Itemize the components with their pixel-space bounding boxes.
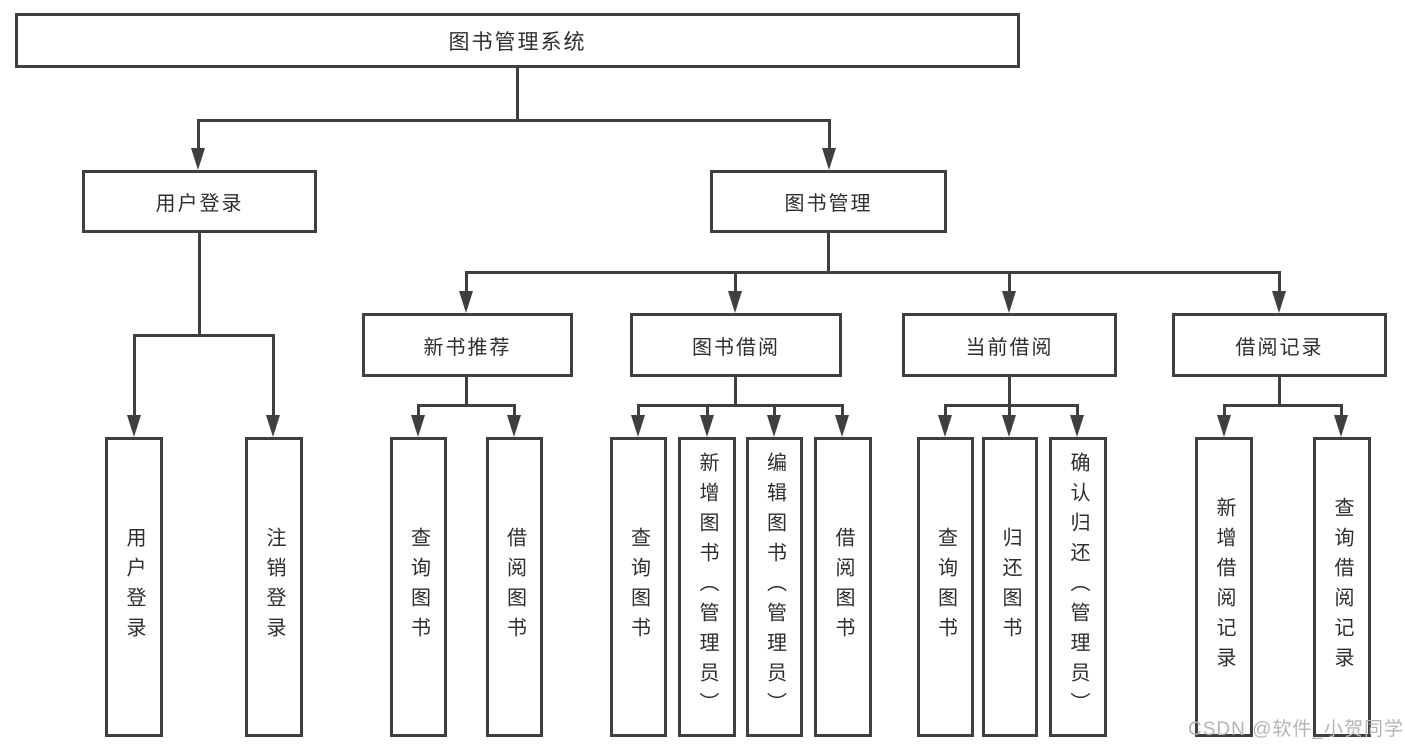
leaf-borrow-books: 借阅图书 [814,437,872,737]
leaf-query-books-recommend: 查询图书 [390,437,447,737]
connector-drop-current-borrowing [1008,271,1011,293]
connector-drop-edit-book [773,404,776,417]
arrowhead-current-borrowing [1002,291,1016,313]
leaf-query-books-current: 查询图书 [917,437,974,737]
node-borrowing-records: 借阅记录 [1172,313,1387,377]
connector-borrowing-records-stem [1278,377,1281,406]
leaf-borrow-books-recommend: 借阅图书 [486,437,543,737]
connector-new-book-stem [465,377,468,406]
connector-drop-query-books-3 [944,404,947,417]
arrowhead-leaf-user-login [127,415,141,437]
connector-current-borrowing-rail [944,404,1079,407]
connector-drop-borrow-books-2 [841,404,844,417]
leaf-query-borrow-record: 查询借阅记录 [1313,437,1371,737]
arrowhead-leaf-logout [266,415,280,437]
arrowhead-new-book [459,291,473,313]
connector-drop-book-management [828,119,831,152]
leaf-confirm-return-admin: 确认归还（管理员） [1049,437,1107,737]
connector-current-borrowing-stem [1008,377,1011,406]
arrowhead-add-book [700,415,714,437]
csdn-watermark: CSDN @软件_小贺同学 [1188,719,1404,740]
connector-user-login-rail [133,334,275,337]
node-current-borrowing: 当前借阅 [902,313,1117,377]
leaf-add-book-admin: 新增图书（管理员） [678,437,736,737]
connector-drop-new-book [465,271,468,293]
connector-new-book-rail [417,404,516,407]
arrowhead-user-login [191,148,205,170]
connector-drop-query-books-2 [637,404,640,417]
connector-root-rail [197,119,831,122]
connector-book-borrowing-rail [637,404,844,407]
arrowhead-borrowing-records [1272,291,1286,313]
node-new-book-recommendation: 新书推荐 [362,313,573,377]
leaf-query-books-borrow: 查询图书 [610,437,667,737]
leaf-add-borrow-record: 新增借阅记录 [1195,437,1253,737]
connector-drop-return-books [1008,404,1011,417]
arrowhead-borrow-books-1 [507,415,521,437]
arrowhead-add-record [1217,415,1231,437]
arrowhead-book-management [822,148,836,170]
leaf-edit-book-admin: 编辑图书（管理员） [746,437,803,737]
connector-drop-leaf-logout [272,334,275,417]
leaf-user-login: 用户登录 [105,437,163,737]
arrowhead-query-books-3 [938,415,952,437]
arrowhead-confirm-return [1070,415,1084,437]
connector-book-management-stem [827,233,830,273]
node-book-management: 图书管理 [710,170,947,233]
arrowhead-book-borrowing [728,291,742,313]
connector-user-login-stem [198,233,201,336]
connector-borrowing-records-rail [1223,404,1343,407]
arrowhead-query-record [1334,415,1348,437]
arrowhead-query-books-2 [631,415,645,437]
arrowhead-return-books [1002,415,1016,437]
connector-drop-borrow-books-1 [513,404,516,417]
connector-drop-query-books-1 [417,404,420,417]
node-user-login: 用户登录 [82,170,317,233]
connector-drop-query-record [1340,404,1343,417]
arrowhead-borrow-books-2 [835,415,849,437]
connector-drop-borrowing-records [1278,271,1281,293]
connector-book-borrowing-stem [734,377,737,406]
connector-root-stem [516,68,519,122]
node-book-borrowing: 图书借阅 [630,313,842,377]
leaf-return-books: 归还图书 [982,437,1038,737]
connector-drop-add-record [1223,404,1226,417]
connector-drop-book-borrowing [734,271,737,293]
connector-drop-leaf-user-login [133,334,136,417]
arrowhead-query-books-1 [411,415,425,437]
connector-drop-user-login [197,119,200,152]
connector-drop-confirm-return [1076,404,1079,417]
connector-book-management-rail [465,271,1281,274]
leaf-logout: 注销登录 [245,437,303,737]
node-library-management-system: 图书管理系统 [15,13,1020,68]
connector-drop-add-book [706,404,709,417]
arrowhead-edit-book [767,415,781,437]
